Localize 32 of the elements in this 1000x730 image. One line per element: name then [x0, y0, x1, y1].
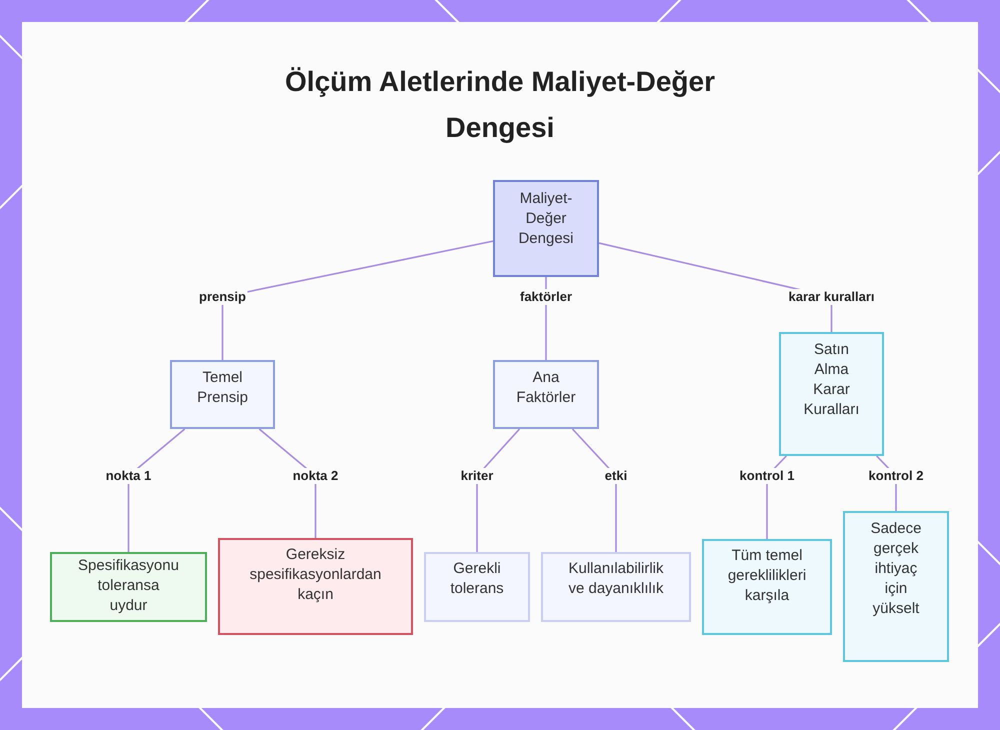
- edge-label: nokta 2: [290, 468, 340, 484]
- node-text: Maliyet-Değer Dengesi: [517, 189, 575, 249]
- title: Ölçüm Aletlerinde Maliyet-Değer Dengesi: [284, 65, 716, 145]
- process-box: [493, 180, 599, 277]
- process-box: [541, 552, 691, 622]
- process-box: [424, 552, 530, 622]
- connector-line: [128, 428, 186, 552]
- process-box: [702, 539, 832, 635]
- edge-label: karar kuralları: [786, 289, 876, 305]
- node-text: Satın Alma Karar Kuralları: [802, 340, 860, 420]
- process-box: [843, 511, 949, 662]
- connector-line: [222, 240, 494, 360]
- process-box: [779, 332, 884, 456]
- node-text: Kullanılabilirlik ve dayanıklılık: [567, 559, 665, 599]
- node-text: Temel Prensip: [196, 368, 249, 408]
- process-box: [493, 360, 599, 429]
- node-text: Ana Faktörler: [515, 368, 577, 408]
- node-text: Tüm temel gereklilikleri karşıla: [726, 546, 808, 606]
- edge-label: nokta 1: [104, 468, 154, 484]
- process-box: [218, 538, 413, 635]
- edge-label: kontrol 1: [738, 468, 796, 484]
- node-text: Sadece gerçek ihtiyaç için yükselt: [870, 519, 922, 619]
- edge-label: etki: [602, 468, 630, 484]
- process-box: [50, 552, 207, 622]
- node-text: Gerekli tolerans: [449, 559, 505, 599]
- process-box: [170, 360, 275, 429]
- node-text: Spesifikasyonu toleransa uydur: [78, 556, 179, 616]
- edge-label: faktörler: [518, 289, 574, 305]
- edge-label: kriter: [458, 468, 496, 484]
- edge-label: prensip: [197, 289, 248, 305]
- node-text: Gereksiz spesifikasyonlardan kaçın: [248, 545, 382, 605]
- edge-label: kontrol 2: [866, 468, 926, 484]
